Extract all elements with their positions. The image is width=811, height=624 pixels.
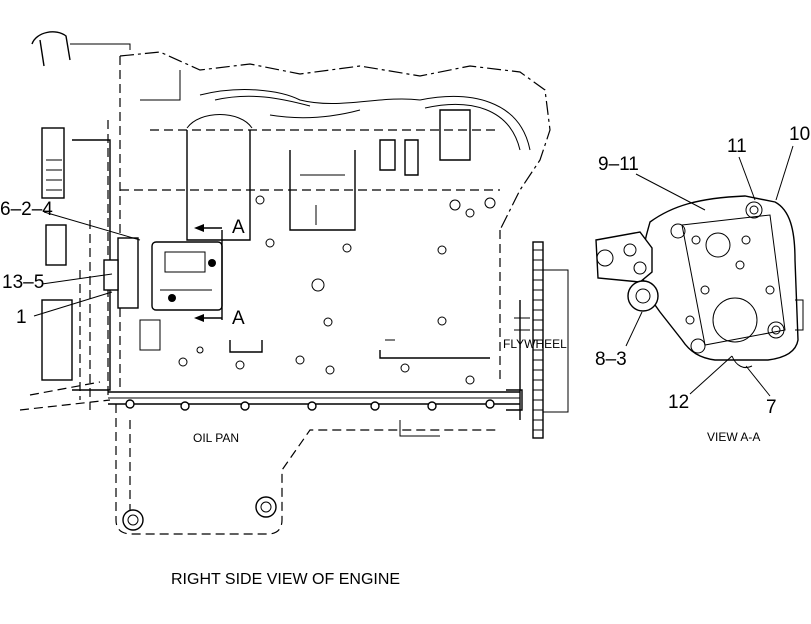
callout-12: 12: [668, 355, 733, 413]
front-pulleys: [41, 127, 111, 410]
oil-pan-label: OIL PAN: [193, 431, 239, 445]
engine-block: [19, 31, 551, 411]
view-a-a-detail: VIEW A-A: [595, 195, 804, 444]
svg-text:9–11: 9–11: [598, 154, 639, 175]
view-a-a-label: VIEW A-A: [707, 430, 760, 444]
svg-text:1: 1: [16, 307, 27, 328]
section-marker-bottom: A: [194, 308, 245, 329]
flywheel: FLYWHEEL: [503, 241, 569, 439]
callout-7: 7: [745, 365, 777, 418]
callout-11: 11: [727, 136, 756, 201]
section-marker-top: A: [194, 217, 245, 320]
rail-bolts: [125, 399, 495, 411]
block-bolts: [178, 195, 496, 385]
callout-13-5: 13–5: [2, 272, 113, 293]
callout-8-3: 8–3: [595, 311, 643, 370]
diagram-title: RIGHT SIDE VIEW OF ENGINE: [171, 571, 400, 588]
callout-9-11: 9–11: [598, 154, 706, 211]
callout-6-2-4: 6–2–4: [0, 199, 141, 241]
svg-text:10: 10: [789, 124, 810, 145]
section-letter-bottom: A: [232, 308, 245, 329]
section-component: [103, 237, 263, 353]
svg-text:12: 12: [668, 392, 689, 413]
oil-pan: OIL PAN: [115, 404, 500, 535]
flywheel-label: FLYWHEEL: [503, 337, 567, 351]
callout-1: 1: [16, 291, 113, 328]
callout-10: 10: [775, 124, 810, 201]
svg-text:8–3: 8–3: [595, 349, 627, 370]
svg-text:6–2–4: 6–2–4: [0, 199, 53, 220]
svg-text:13–5: 13–5: [2, 272, 44, 293]
svg-text:7: 7: [766, 397, 777, 418]
section-letter-top: A: [232, 217, 245, 238]
svg-text:11: 11: [727, 136, 747, 157]
